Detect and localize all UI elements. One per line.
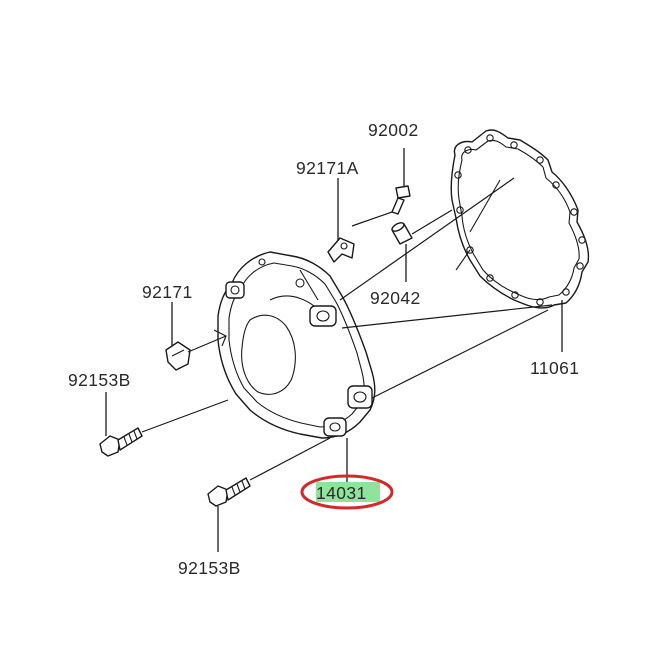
part-label-92153B-top[interactable]: 92153B (68, 370, 131, 390)
part-labels: 92002 92171A 92171 92042 92153B 11061 14… (68, 120, 579, 578)
clamp-92171-drawing (165, 341, 191, 371)
part-14031-highlight (300, 474, 394, 510)
part-label-11061[interactable]: 11061 (530, 358, 579, 378)
bolt-92153B-bottom-drawing (207, 477, 251, 507)
leader-lines (105, 148, 563, 552)
part-label-92153B-bottom[interactable]: 92153B (178, 558, 241, 578)
clamp-92171A-drawing (327, 237, 355, 263)
gasket-11061-drawing (450, 129, 590, 309)
part-label-92171[interactable]: 92171 (142, 282, 193, 302)
alignment-lines (141, 177, 553, 481)
dowel-pin-92042-drawing (391, 222, 413, 245)
cover-14031-drawing (213, 251, 376, 439)
part-label-92171A[interactable]: 92171A (296, 158, 359, 178)
bolt-92002-drawing (391, 185, 411, 215)
part-label-14031[interactable]: 14031 (316, 483, 367, 503)
part-label-92042[interactable]: 92042 (370, 288, 421, 308)
bolt-92153B-top-drawing (99, 427, 143, 457)
part-label-92002[interactable]: 92002 (368, 120, 419, 140)
